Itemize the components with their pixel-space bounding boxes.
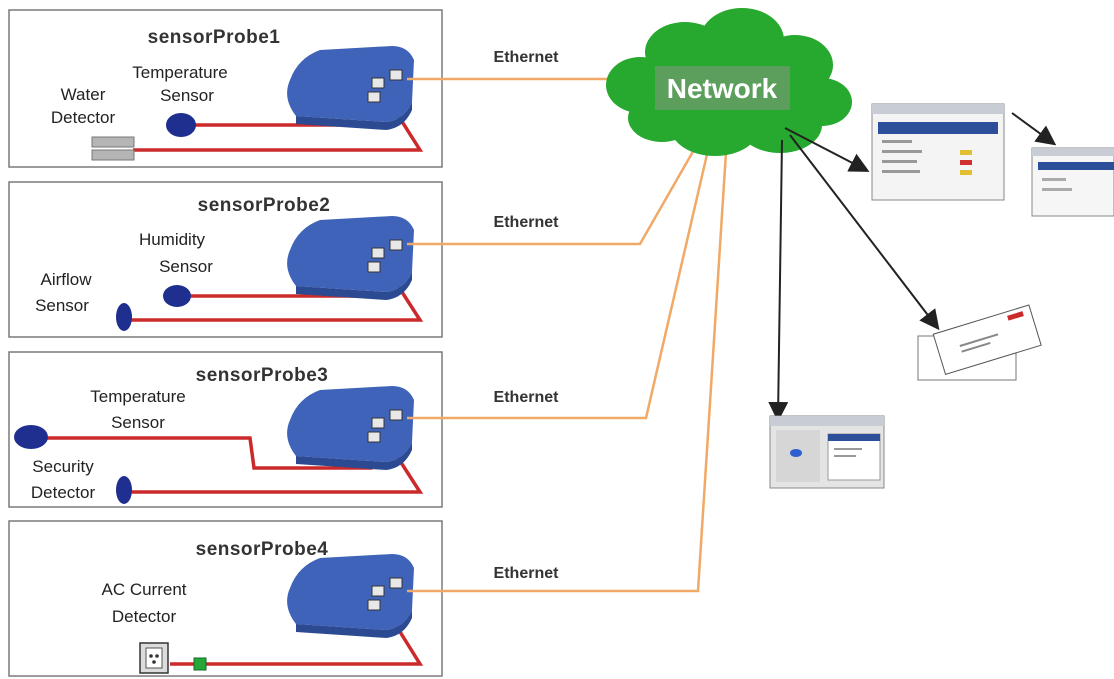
ethernet-link [407, 151, 728, 593]
sensor-label-line1: Temperature [132, 63, 227, 82]
network-label-bg [655, 66, 790, 110]
sensor-label-line1: Security [32, 457, 94, 476]
probe-panel-1: sensorProbe1 Temperature Sensor Water De… [8, 9, 443, 168]
notification-arrow [768, 139, 789, 422]
sensor-label-line1: Water [61, 85, 106, 104]
sensor-label-line1: AC Current [101, 580, 186, 599]
probe-device-icon [287, 554, 414, 638]
network-label: Network [667, 73, 778, 104]
round-sensor-icon [166, 113, 196, 137]
sensor-label-line2: Detector [51, 108, 116, 127]
notification-arrow [1011, 112, 1057, 146]
ethernet-label: Ethernet [494, 49, 560, 66]
email-alert [917, 304, 1042, 381]
probe-panel-2: sensorProbe2 Humidity Sensor Airflow Sen… [8, 181, 443, 338]
sensor-label-line2: Sensor [160, 86, 214, 105]
probe-title: sensorProbe4 [196, 539, 329, 560]
management-console-screenshot [769, 415, 885, 489]
round-sensor-icon [14, 425, 48, 449]
ethernet-label: Ethernet [494, 565, 560, 582]
sensor-label-line2: Detector [112, 607, 177, 626]
ethernet-label: Ethernet [494, 214, 560, 231]
ethernet-link [407, 149, 710, 420]
probe-device-icon [287, 386, 414, 470]
sensor-label-line2: Sensor [35, 296, 89, 315]
airflow-sensor-icon [116, 303, 132, 331]
notification-arrow [789, 134, 940, 331]
sensor-label-line2: Sensor [111, 413, 165, 432]
sensor-label-line1: Temperature [90, 387, 185, 406]
security-detector-icon [116, 476, 132, 504]
ac-current-sensor-icon [193, 657, 207, 671]
probe-title: sensorProbe3 [196, 365, 329, 386]
probe-title: sensorProbe1 [148, 27, 281, 48]
sensor-label-line1: Airflow [40, 270, 92, 289]
network-cloud-icon [606, 8, 852, 156]
sensor-label-line2: Detector [31, 483, 96, 502]
notification-arrow [784, 127, 870, 172]
round-sensor-icon [163, 285, 191, 307]
probe-device-icon [287, 46, 414, 130]
power-outlet-icon [139, 642, 169, 674]
web-interface-secondary-screenshot [1031, 147, 1114, 217]
sensor-label-line1: Humidity [139, 230, 206, 249]
water-detector-icon [91, 136, 135, 161]
probe-panel-4: sensorProbe4 AC Current Detector [8, 520, 443, 677]
browser-window-icon [1031, 147, 1114, 217]
sensor-label-line2: Sensor [159, 257, 213, 276]
probe-title: sensorProbe2 [198, 195, 331, 216]
ethernet-label: Ethernet [494, 389, 560, 406]
probe-panel-3: sensorProbe3 Temperature Sensor Security… [8, 351, 443, 508]
probe-device-icon [287, 216, 414, 300]
ethernet-link [407, 147, 697, 246]
web-interface-screenshot [871, 103, 1005, 201]
